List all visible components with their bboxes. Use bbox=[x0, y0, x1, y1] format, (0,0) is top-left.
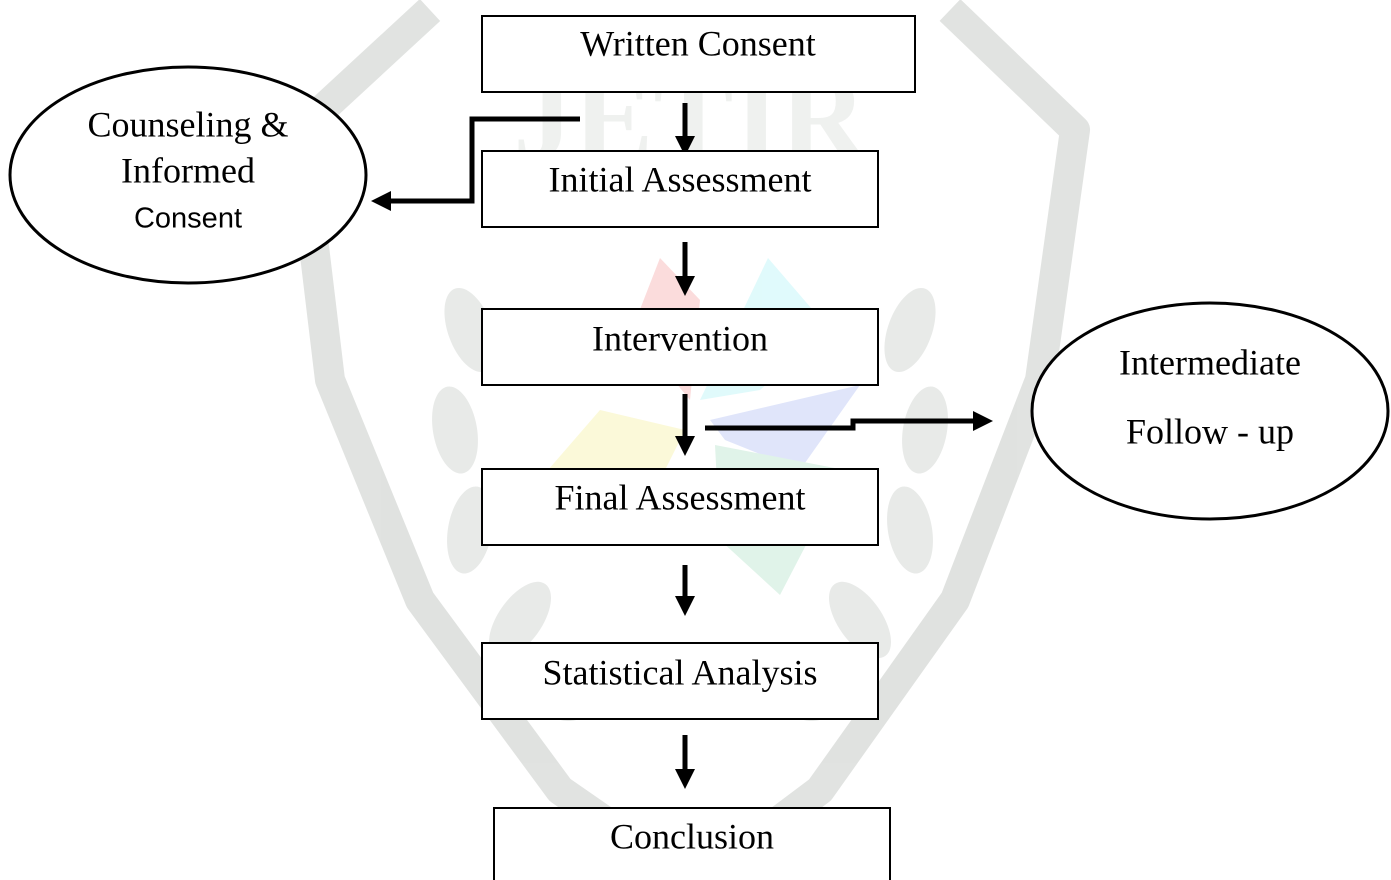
step-label: Final Assessment bbox=[554, 477, 805, 517]
counseling-oval bbox=[8, 65, 368, 285]
step-label: Initial Assessment bbox=[549, 159, 812, 199]
step-label: Written Consent bbox=[580, 23, 816, 63]
step-label: Intervention bbox=[592, 318, 768, 358]
node-counseling: Counseling & Informed Consent bbox=[8, 65, 368, 285]
counseling-line-1: Counseling & bbox=[87, 104, 288, 144]
step-statistical-analysis: Statistical Analysis bbox=[481, 642, 879, 720]
counseling-line-2: Informed bbox=[121, 150, 255, 190]
step-box bbox=[493, 807, 891, 880]
followup-oval bbox=[1030, 301, 1390, 521]
connectors bbox=[371, 103, 993, 789]
step-box bbox=[481, 308, 879, 386]
step-intervention: Intervention bbox=[481, 308, 879, 386]
step-written-consent: Written Consent bbox=[481, 15, 916, 93]
step-label: Conclusion bbox=[610, 816, 774, 856]
step-final-assessment: Final Assessment bbox=[481, 468, 879, 546]
step-box bbox=[481, 150, 879, 228]
arrow-to-counseling bbox=[371, 116, 580, 211]
step-conclusion: Conclusion bbox=[493, 807, 891, 880]
step-box bbox=[481, 642, 879, 720]
step-initial-assessment: Initial Assessment bbox=[481, 150, 879, 228]
node-followup: Intermediate Follow - up bbox=[1030, 301, 1390, 521]
counseling-line-3: Consent bbox=[134, 203, 242, 235]
step-label: Statistical Analysis bbox=[543, 652, 818, 692]
step-box bbox=[481, 15, 916, 93]
followup-line-1: Intermediate bbox=[1119, 342, 1301, 382]
step-box bbox=[481, 468, 879, 546]
watermark-laurel-icon bbox=[432, 287, 948, 722]
followup-line-2: Follow - up bbox=[1126, 411, 1294, 451]
arrow-to-followup bbox=[705, 411, 993, 431]
